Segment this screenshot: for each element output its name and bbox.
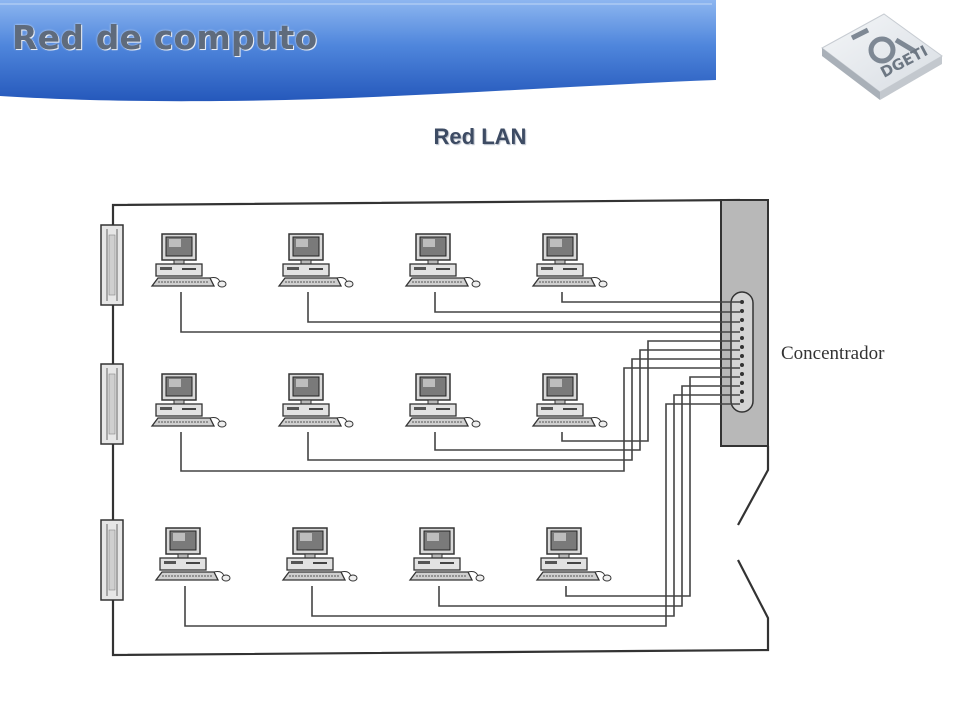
computer-icon — [151, 233, 227, 288]
computer-icon — [282, 527, 358, 582]
computer-icon — [278, 373, 354, 428]
repeater-icon — [100, 224, 124, 306]
backbone-bus — [111, 198, 770, 657]
computer-icon — [532, 373, 608, 428]
repeater-icon — [100, 519, 124, 601]
diagram-subtitle: Red LAN — [433, 124, 527, 149]
computer-row-3 — [155, 527, 612, 582]
computer-icon — [405, 233, 481, 288]
computer-icon — [155, 527, 231, 582]
computer-icon — [532, 233, 608, 288]
computer-icon — [151, 373, 227, 428]
computer-icon — [536, 527, 612, 582]
title-banner — [0, 0, 716, 102]
computer-icon — [409, 527, 485, 582]
computer-icon — [405, 373, 481, 428]
dgeti-logo-icon: DGETI — [821, 13, 943, 100]
slide-title: Red de computo — [12, 18, 318, 57]
hub-icon — [720, 199, 769, 447]
network-cables — [180, 292, 740, 627]
computer-row-1 — [151, 233, 608, 288]
hub-label: Concentrador — [781, 343, 885, 364]
computer-icon — [278, 233, 354, 288]
computer-row-2 — [151, 373, 608, 428]
repeater-icon — [100, 363, 124, 445]
